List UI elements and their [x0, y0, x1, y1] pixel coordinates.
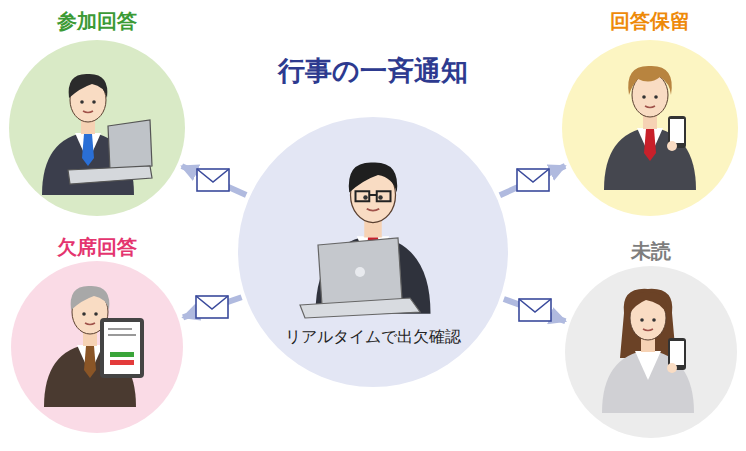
- circle-shape: [11, 261, 183, 433]
- person-laptop: [42, 74, 152, 195]
- diagram-title: 行事の一斉通知: [278, 53, 468, 89]
- arrow-connector: [182, 166, 246, 195]
- arrow-connector: [500, 166, 565, 195]
- caption-text: リアルタイムで出欠確認: [285, 327, 461, 348]
- status-circle: 参加回答: [9, 8, 185, 216]
- circle-outline: [9, 8, 185, 216]
- envelope-icons: [196, 169, 551, 321]
- circle-outline: [562, 8, 738, 216]
- status-circle: 未読: [565, 238, 737, 438]
- circle-shape: [562, 40, 738, 216]
- center-circle: リアルタイムで出欠確認: [238, 117, 508, 387]
- status-label: 未読: [631, 238, 671, 264]
- status-label: 参加回答: [57, 8, 137, 34]
- status-label: 欠席回答: [57, 234, 137, 260]
- circle-shape: [565, 266, 737, 438]
- circle-outline: [11, 234, 183, 433]
- status-circle: 回答保留: [562, 8, 738, 216]
- circle-outline: [565, 238, 737, 438]
- circle-shape: [238, 117, 508, 387]
- circle-outline: [238, 117, 508, 387]
- arrow-connector: [504, 299, 566, 321]
- person-tablet: [44, 286, 144, 407]
- status-circle: 欠席回答: [11, 234, 183, 433]
- status-label: 回答保留: [610, 8, 690, 34]
- person-phone: [604, 66, 696, 190]
- circle-shape: [9, 40, 185, 216]
- person-sender: [300, 162, 431, 318]
- arrow-connector: [183, 297, 242, 317]
- person-woman-phone: [602, 289, 694, 413]
